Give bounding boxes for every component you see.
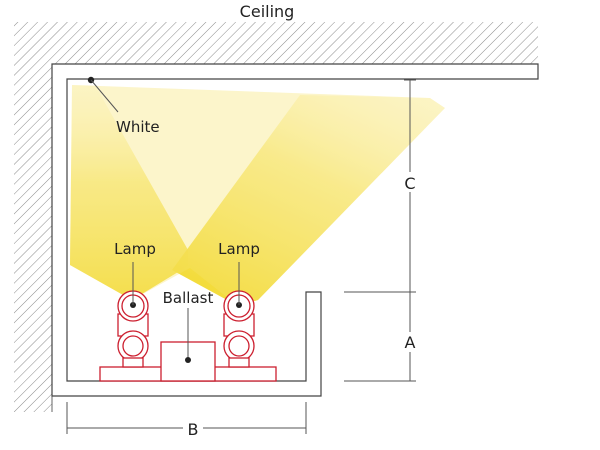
ceiling-wall-hatch <box>14 22 538 412</box>
light-beam-right <box>172 95 445 306</box>
dim-c-bg <box>400 172 420 192</box>
dim-c-label: C <box>404 174 415 193</box>
dim-b-bg <box>183 418 203 438</box>
white-label: White <box>116 118 160 136</box>
dim-b-label: B <box>188 420 199 439</box>
cove-outline <box>51 63 539 397</box>
lamp-right-label: Lamp <box>218 240 260 258</box>
ceiling-label: Ceiling <box>240 2 295 21</box>
ballast-box <box>160 341 216 382</box>
dim-a-bg <box>400 332 420 352</box>
light-beam-fill <box>70 85 445 306</box>
white-leader <box>90 79 119 113</box>
lamp-holder-left <box>117 290 149 368</box>
lamp-left-label: Lamp <box>114 240 156 258</box>
ballast-leader-dot <box>185 357 191 363</box>
ballast-label: Ballast <box>163 289 214 307</box>
dim-a-label: A <box>405 333 416 352</box>
light-beam-left <box>70 85 188 300</box>
